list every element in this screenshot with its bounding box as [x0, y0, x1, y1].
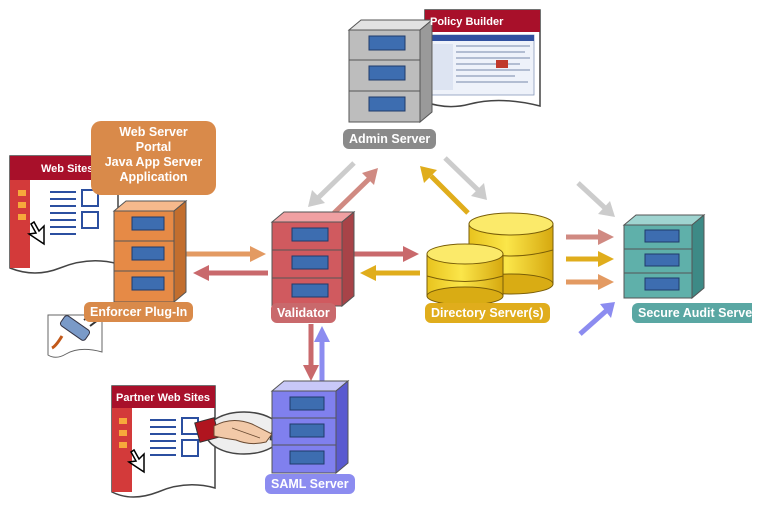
- arrow-validator-to-directory: [354, 246, 419, 262]
- callout-line-2: Portal: [135, 140, 172, 154]
- handshake-icon: [194, 411, 295, 455]
- web-sites-title: Web Sites: [41, 163, 94, 175]
- arrow-validator-to-enforcer: [193, 265, 268, 281]
- audit-server-stack-icon: [622, 213, 706, 300]
- policy-builder-title: Policy Builder: [430, 16, 504, 28]
- validator-server-stack-icon: [270, 210, 356, 308]
- admin-server-label: Admin Server: [343, 129, 437, 149]
- partner-web-sites-document-icon: [111, 385, 216, 498]
- enforcer-plugin-label: Enforcer Plug-In: [84, 302, 194, 322]
- arrow-gold-to-audit: [566, 251, 614, 267]
- arrow-admin-to-validator: [308, 161, 356, 207]
- partner-web-sites-title: Partner Web Sites: [116, 392, 210, 404]
- saml-server-stack-icon: [270, 379, 350, 475]
- callout-line-3: Java App Server: [104, 155, 203, 169]
- arrow-directory-to-validator: [360, 265, 420, 281]
- arrow-directory-to-admin: [420, 166, 470, 215]
- arrow-validator-to-saml: [303, 324, 319, 381]
- policy-builder-document-icon: [424, 9, 541, 108]
- secure-audit-server-label: Secure Audit Serve: [632, 303, 753, 323]
- directory-servers-label: Directory Server(s): [425, 303, 550, 323]
- web-server-callout: Web Server Portal Java App Server Applic…: [91, 121, 216, 195]
- arrow-orange-to-audit: [566, 274, 614, 290]
- admin-server-stack-icon: [347, 18, 434, 124]
- saml-server-label: SAML Server: [265, 474, 355, 494]
- callout-line-4: Application: [119, 170, 188, 184]
- validator-label: Validator: [271, 303, 336, 323]
- cursor-icon: [26, 220, 45, 246]
- arrow-saml-to-validator: [314, 326, 330, 382]
- arrow-red-to-audit: [566, 229, 614, 245]
- arrow-admin-to-directory: [443, 156, 487, 200]
- connection-arrows: [185, 156, 615, 382]
- callout-line-1: Web Server: [119, 125, 188, 139]
- arrow-gray-to-audit: [576, 181, 615, 217]
- enforcer-server-stack-icon: [112, 199, 188, 304]
- directory-database-icon: [426, 212, 554, 306]
- arrow-purple-to-audit: [578, 302, 615, 336]
- arrow-enforcer-to-validator: [185, 246, 266, 262]
- arrow-validator-to-admin: [332, 168, 378, 215]
